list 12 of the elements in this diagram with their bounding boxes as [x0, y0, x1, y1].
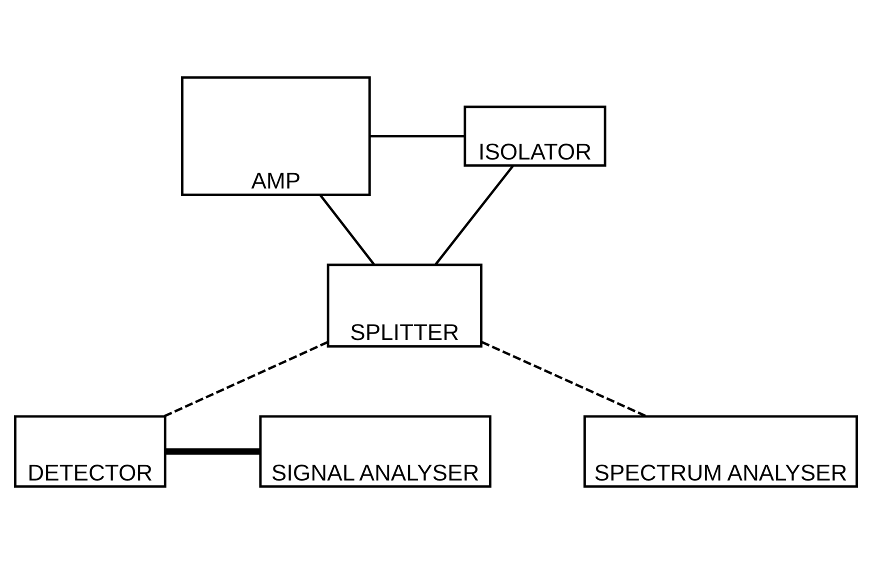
- node-box: ISOLATOR: [464, 106, 606, 167]
- node-box: SPECTRUM ANALYSER: [583, 415, 858, 488]
- node-box: SPLITTER: [326, 264, 482, 348]
- connector: [164, 341, 328, 418]
- connector: [481, 341, 647, 418]
- connector: [434, 165, 514, 266]
- node-box: DETECTOR: [14, 415, 166, 488]
- connector: [370, 134, 465, 138]
- node-box: SIGNAL ANALYSER: [259, 415, 492, 488]
- connector: [165, 448, 260, 455]
- connector: [319, 194, 375, 266]
- node-box: AMP: [181, 76, 371, 196]
